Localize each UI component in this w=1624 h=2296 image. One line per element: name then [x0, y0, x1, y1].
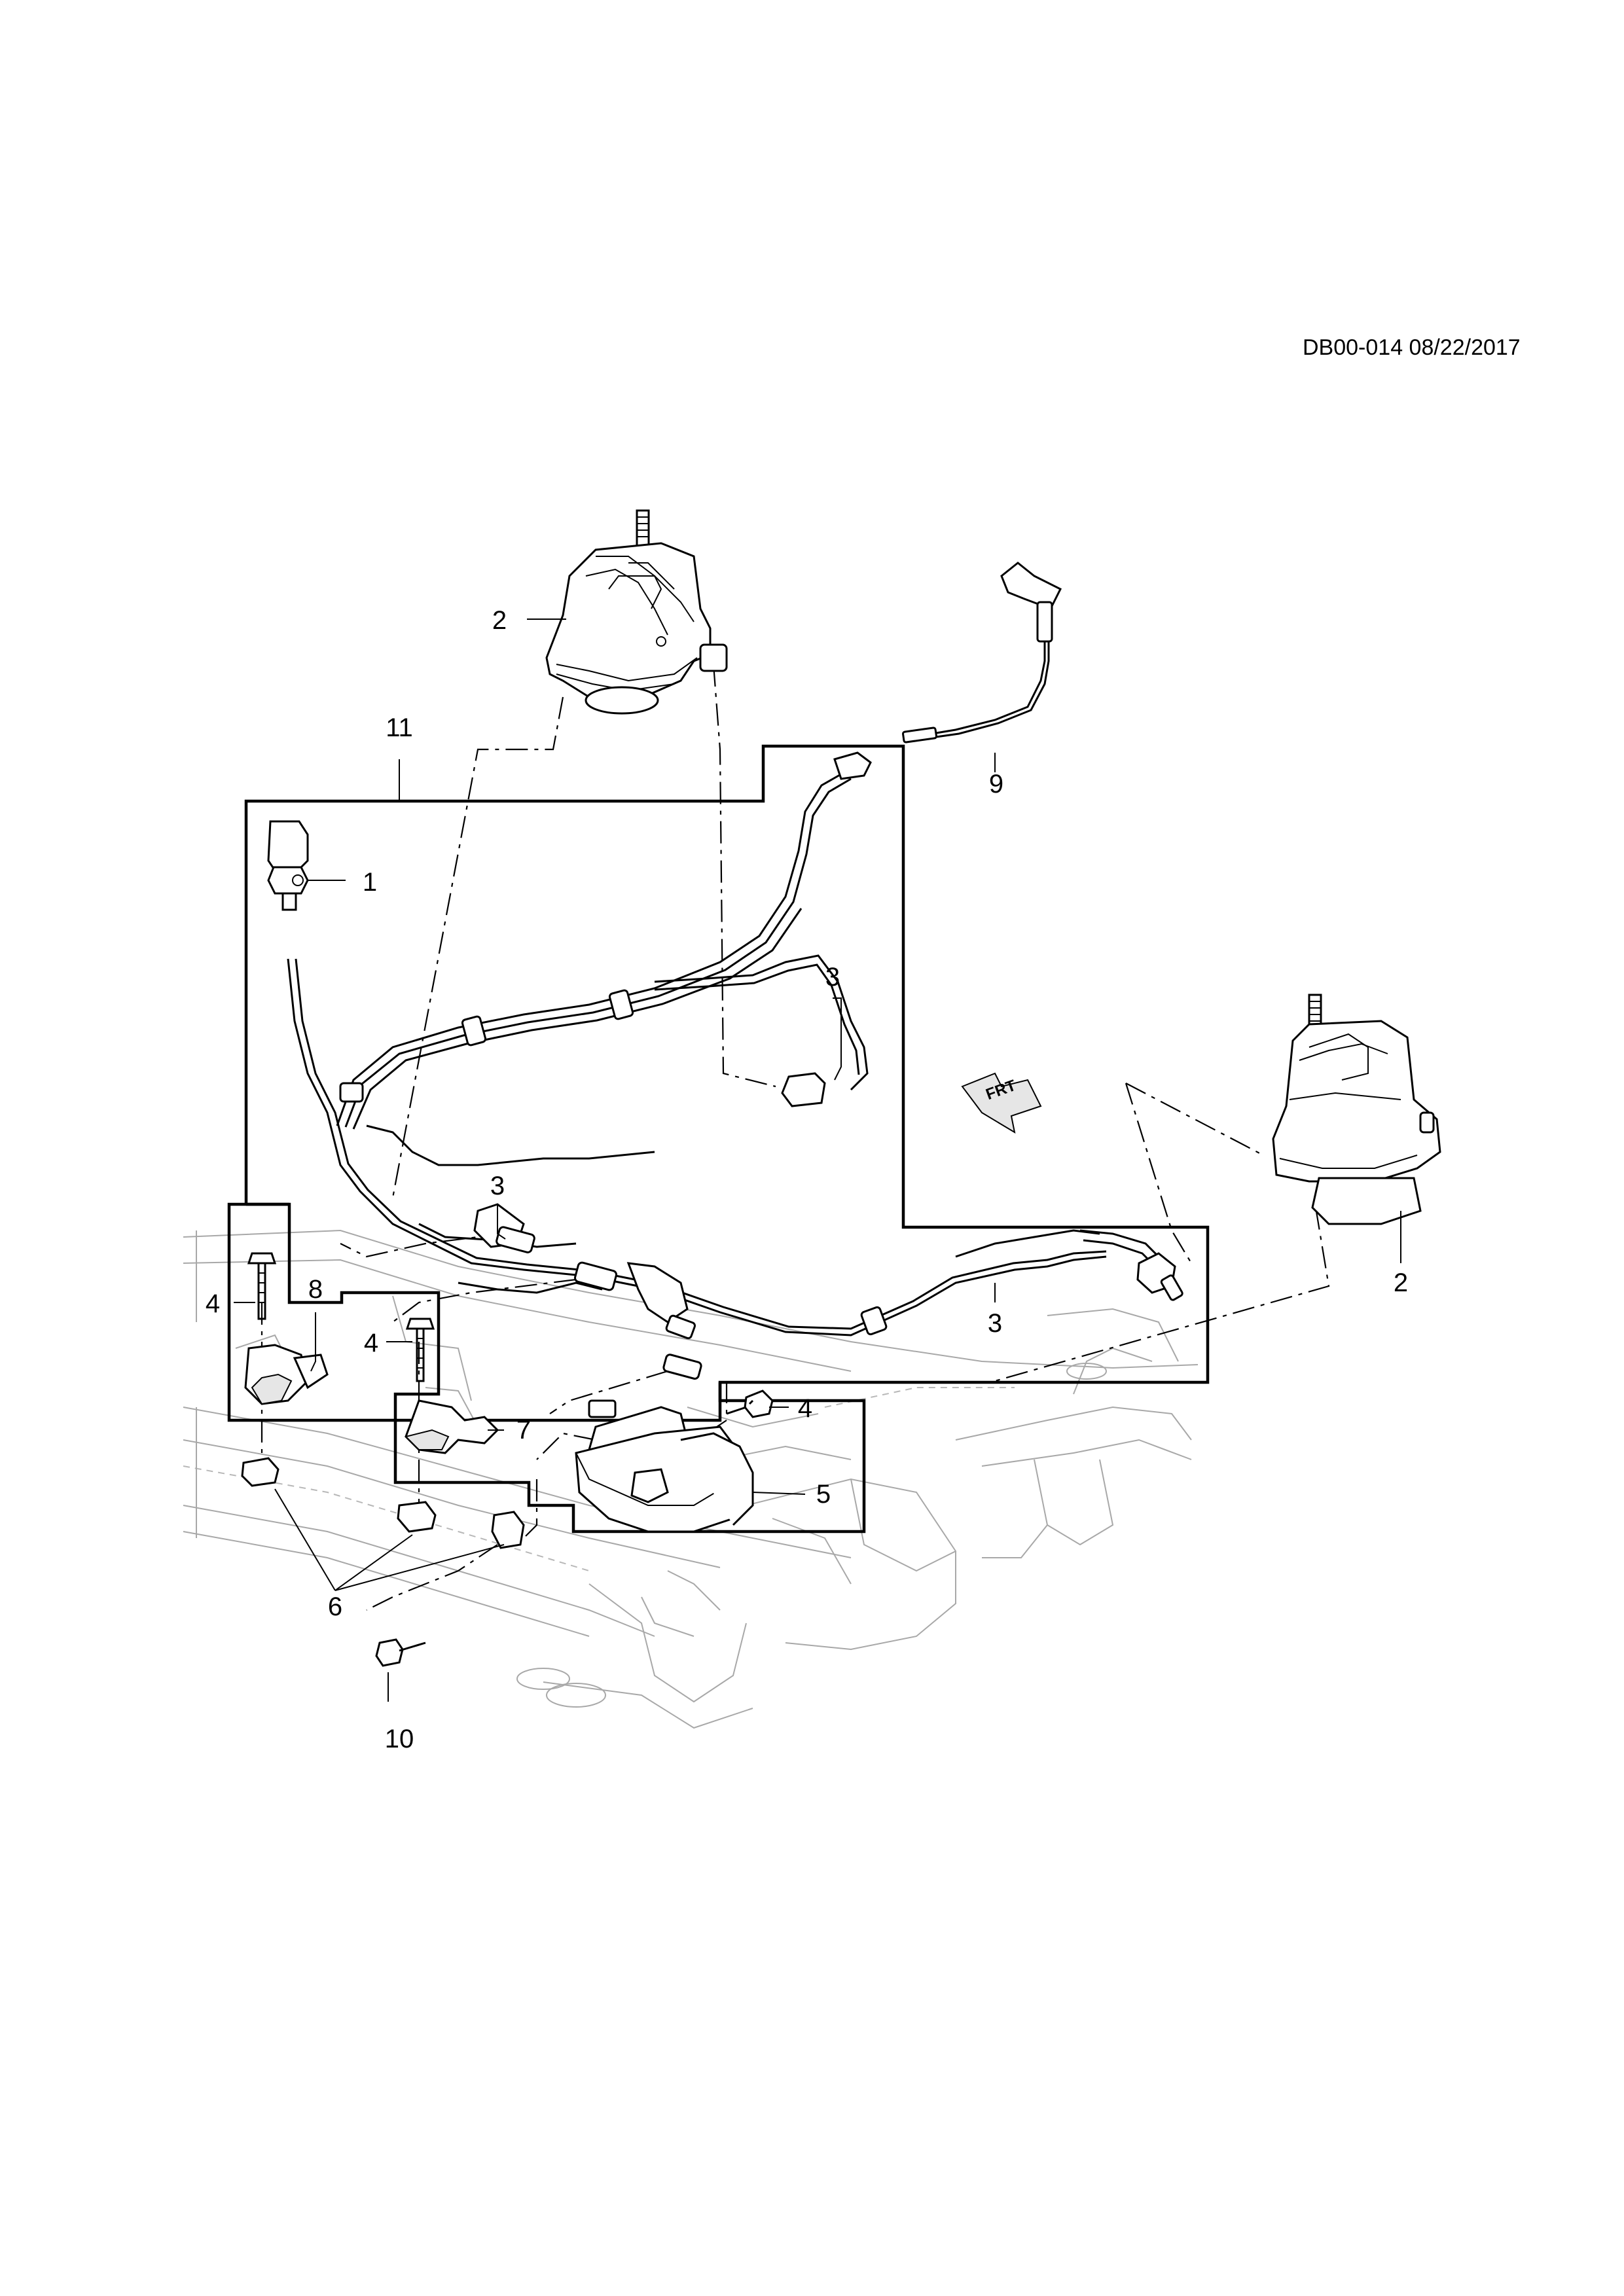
callout-6: 6 — [327, 1592, 343, 1621]
callout-9: 9 — [988, 770, 1004, 798]
callout-8: 8 — [308, 1275, 323, 1304]
callout-7: 7 — [516, 1416, 532, 1444]
engine-mount-upper — [545, 509, 728, 715]
callout-2-right: 2 — [1393, 1268, 1409, 1297]
kit-11-boundary — [227, 744, 1210, 1422]
fasteners — [375, 1390, 774, 1667]
callout-1: 1 — [362, 868, 378, 897]
callout-4-left: 4 — [205, 1289, 221, 1318]
callout-leaders — [234, 619, 1401, 1702]
callout-4-middle: 4 — [363, 1329, 379, 1357]
sensor-7-assembly — [397, 1318, 525, 1549]
callout-2-top: 2 — [492, 606, 507, 635]
bracket-8-assembly — [241, 1252, 329, 1487]
diagram-reference-code: DB00-014 08/22/2017 — [1303, 335, 1521, 360]
callout-5: 5 — [816, 1480, 831, 1509]
callout-4-right: 4 — [797, 1394, 813, 1423]
assembly-leader-lines — [261, 664, 1330, 1611]
subframe-background — [183, 1229, 1199, 1729]
callout-3-right: 3 — [987, 1309, 1003, 1338]
front-direction-arrow — [961, 1072, 1042, 1134]
kit-11-boundary-lower — [246, 1202, 866, 1534]
callout-3-upper: 3 — [825, 963, 840, 992]
harness-connectors — [473, 751, 1183, 1460]
callout-10: 10 — [384, 1725, 414, 1753]
sensor-cable-9 — [902, 562, 1062, 744]
sensor-1 — [267, 820, 309, 911]
harness-clips — [339, 989, 888, 1336]
module-5 — [575, 1399, 754, 1533]
callout-11: 11 — [386, 713, 413, 742]
callout-3-middle: 3 — [490, 1172, 505, 1200]
wiring-harness — [287, 771, 1166, 1336]
engine-mount-right — [1272, 994, 1441, 1225]
